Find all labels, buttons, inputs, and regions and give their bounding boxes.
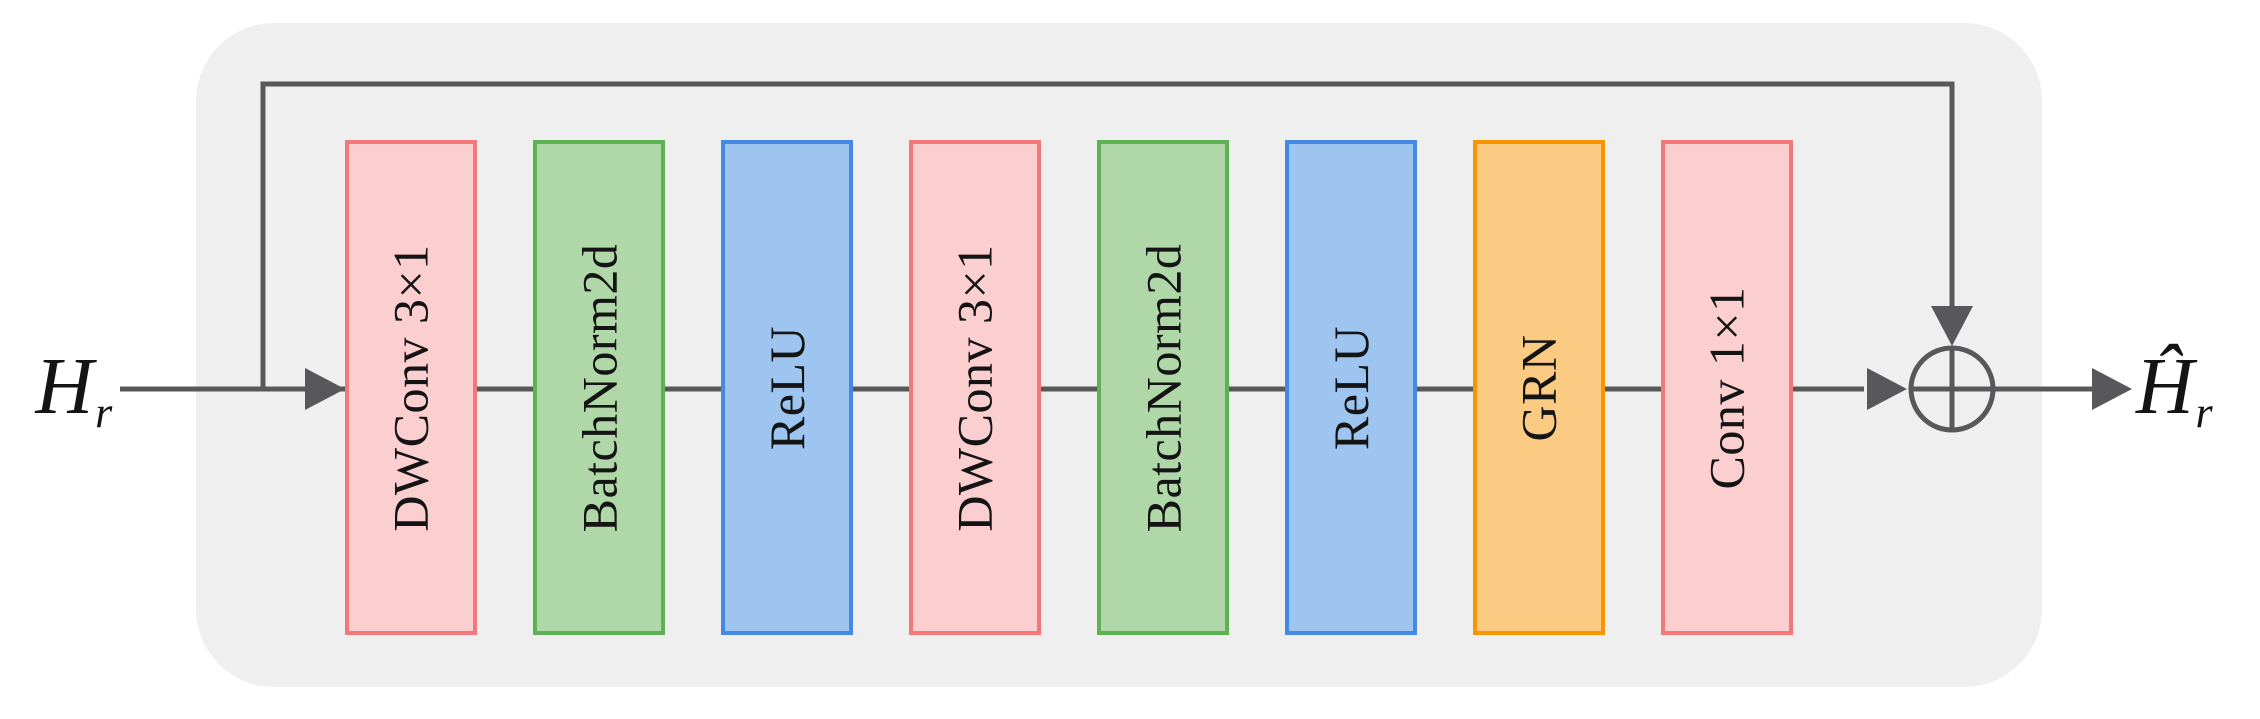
block-relu-2-label: ReLU [1323,325,1380,450]
block-conv-1x1: Conv 1×1 [1661,140,1793,635]
output-label-base: Ĥ [2136,342,2194,431]
input-arrowhead-icon [305,368,345,410]
block-grn-label: GRN [1510,333,1567,442]
block-batchnorm-1: BatchNorm2d [533,140,665,635]
block-dwconv-1-label: DWConv 3×1 [383,243,440,532]
add-operator-icon [1908,345,1996,433]
block-conv-1x1-label: Conv 1×1 [1699,285,1755,490]
output-label-subscript: r [2195,387,2213,437]
input-label-subscript: r [95,387,113,437]
skip-connection-line [260,81,1955,389]
block-grn: GRN [1473,140,1605,635]
block-batchnorm-2-label: BatchNorm2d [1135,243,1191,532]
input-label: Hr [18,327,128,447]
input-label-base: H [35,342,94,431]
skip-arrowhead-icon [1931,306,1973,346]
block-batchnorm-2: BatchNorm2d [1097,140,1229,635]
pre-add-arrowhead-icon [1867,368,1907,410]
block-dwconv-2: DWConv 3×1 [909,140,1041,635]
output-label: Ĥr [2136,327,2256,447]
block-relu-1: ReLU [721,140,853,635]
block-dwconv-1: DWConv 3×1 [345,140,477,635]
block-batchnorm-1-label: BatchNorm2d [571,243,627,532]
block-dwconv-2-label: DWConv 3×1 [947,243,1004,532]
output-arrowhead-icon [2092,368,2132,410]
block-relu-1-label: ReLU [759,325,816,450]
block-relu-2: ReLU [1285,140,1417,635]
